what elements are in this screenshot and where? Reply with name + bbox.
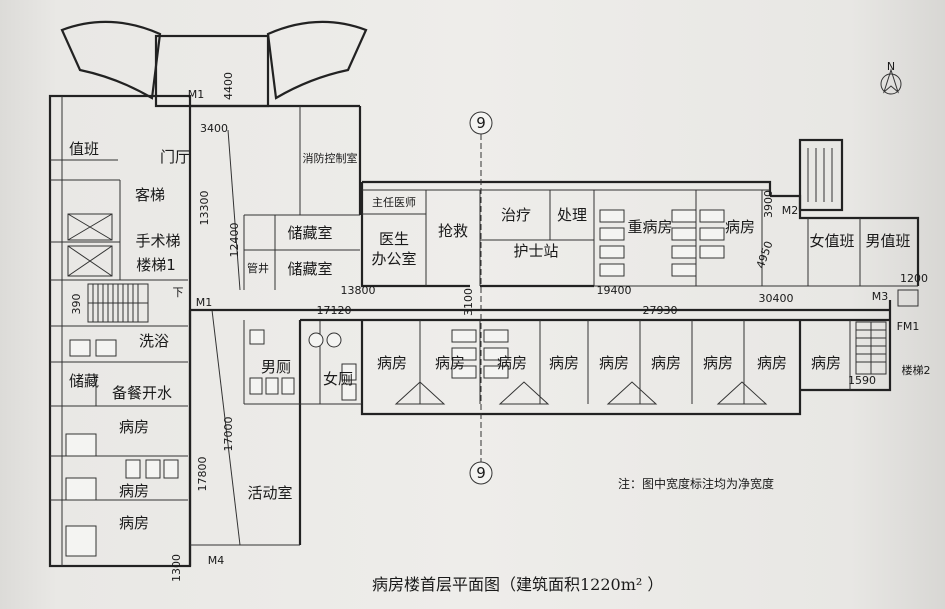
room-icu-ward: 重病房 — [627, 218, 672, 236]
room-ward-s9: 病房 — [811, 354, 841, 372]
north-block — [360, 180, 800, 288]
door-m3: M3 — [872, 290, 889, 303]
room-bath: 洗浴 — [139, 332, 169, 350]
room-ward-s4: 病房 — [549, 354, 579, 372]
axis-bubble-bottom — [469, 461, 493, 485]
dim-4400: 4400 — [222, 72, 235, 100]
stair1-flight — [87, 283, 149, 323]
lift-shafts — [67, 213, 113, 277]
room-doctor-office-1: 医生 — [379, 230, 409, 248]
door-m2: M2 — [782, 204, 799, 217]
room-fire-control: 消防控制室 — [303, 151, 358, 165]
room-female-duty: 女值班 — [809, 232, 854, 250]
room-storage2: 储藏室 — [287, 260, 332, 278]
dim-17000: 17000 — [222, 417, 235, 452]
west-wing — [48, 94, 192, 568]
axis-bubble-top — [469, 111, 493, 135]
dim-13300: 13300 — [198, 191, 211, 226]
room-labels: 值班 门厅 客梯 手术梯 楼梯1 消防控制室 储藏室 储藏室 管井 主任医师 医… — [69, 140, 931, 532]
room-pantry: 备餐开水 — [112, 384, 172, 402]
room-well: 管井 — [247, 261, 269, 275]
dim-19400: 19400 — [597, 284, 632, 297]
room-men-wc: 男厕 — [261, 358, 291, 376]
dim-3400: 3400 — [200, 122, 228, 135]
room-ward-w1: 病房 — [119, 418, 149, 436]
axis-9: 9 9 — [469, 111, 493, 485]
room-lobby: 门厅 — [160, 148, 190, 166]
room-stair2: 楼梯2 — [902, 363, 931, 377]
room-activity: 活动室 — [247, 484, 292, 502]
dim-4950: 4950 — [754, 239, 776, 270]
dim-1590: 1590 — [848, 374, 876, 387]
dim-13800: 13800 — [341, 284, 376, 297]
room-chief-doctor: 主任医师 — [372, 196, 416, 209]
ward-toilets — [65, 339, 179, 557]
ne-block — [770, 138, 920, 287]
entrance-canopy — [60, 20, 368, 108]
room-storage1: 储藏室 — [287, 224, 332, 242]
door-fm1: FM1 — [897, 320, 920, 333]
stair1-down-mark: 下 — [173, 286, 184, 299]
north-label: N — [887, 60, 895, 73]
icu-beds — [599, 209, 725, 277]
room-ward-s1: 病房 — [377, 354, 407, 372]
dim-3100: 3100 — [462, 288, 475, 316]
room-male-duty: 男值班 — [865, 232, 910, 250]
room-nurse-station: 护士站 — [513, 242, 558, 260]
dim-30400: 30400 — [759, 292, 794, 305]
dim-390: 390 — [70, 294, 83, 315]
room-ward-s8: 病房 — [757, 354, 787, 372]
door-m4: M4 — [208, 554, 225, 567]
south-block — [300, 300, 892, 416]
dim-3900: 3900 — [762, 190, 775, 218]
room-ward-w2: 病房 — [119, 482, 149, 500]
restroom-fixtures — [249, 329, 357, 401]
room-surgery-lift: 手术梯 — [135, 232, 180, 250]
room-ward-s7: 病房 — [703, 354, 733, 372]
room-ward-s2: 病房 — [435, 354, 465, 372]
ward-beds — [451, 329, 509, 379]
room-doctor-office-2: 办公室 — [371, 250, 416, 268]
dim-1300: 1300 — [170, 554, 183, 582]
room-disposal: 处理 — [557, 206, 587, 224]
dim-1200: 1200 — [900, 272, 928, 285]
room-stair1: 楼梯1 — [136, 256, 176, 274]
dim-27930: 27930 — [643, 304, 678, 317]
door-m1-side: M1 — [196, 296, 213, 309]
room-ward-s3: 病房 — [497, 354, 527, 372]
room-ward-e: 病房 — [725, 218, 755, 236]
room-passenger-lift: 客梯 — [135, 186, 165, 204]
plan-caption: 病房楼首层平面图（建筑面积1220m² ） — [372, 575, 663, 594]
room-rescue: 抢救 — [438, 222, 468, 240]
plan-note: 注：图中宽度标注均为净宽度 — [618, 476, 774, 491]
axis-label-top: 9 — [476, 114, 486, 132]
main-corridor — [190, 308, 890, 322]
north-arrow: N — [880, 60, 902, 95]
dimension-labels: 4400 3400 13300 12400 13800 17120 3100 1… — [70, 72, 928, 582]
door-m1-top: M1 — [188, 88, 205, 101]
dim-12400: 12400 — [228, 223, 241, 258]
bay-windows — [394, 381, 768, 405]
room-duty: 值班 — [69, 140, 99, 158]
room-ward-w3: 病房 — [119, 514, 149, 532]
door-labels: M1 M1 M2 M3 FM1 M4 — [188, 88, 920, 567]
room-treatment: 治疗 — [501, 206, 531, 224]
room-women-wc: 女厕 — [323, 370, 353, 388]
axis-label-bottom: 9 — [476, 464, 486, 482]
dim-17120: 17120 — [317, 304, 352, 317]
room-store-small: 储藏 — [69, 372, 99, 390]
dim-17800: 17800 — [196, 457, 209, 492]
room-ward-s5: 病房 — [599, 354, 629, 372]
room-ward-s6: 病房 — [651, 354, 681, 372]
stair2-flight — [855, 289, 919, 375]
lobby-corridor — [188, 104, 362, 566]
